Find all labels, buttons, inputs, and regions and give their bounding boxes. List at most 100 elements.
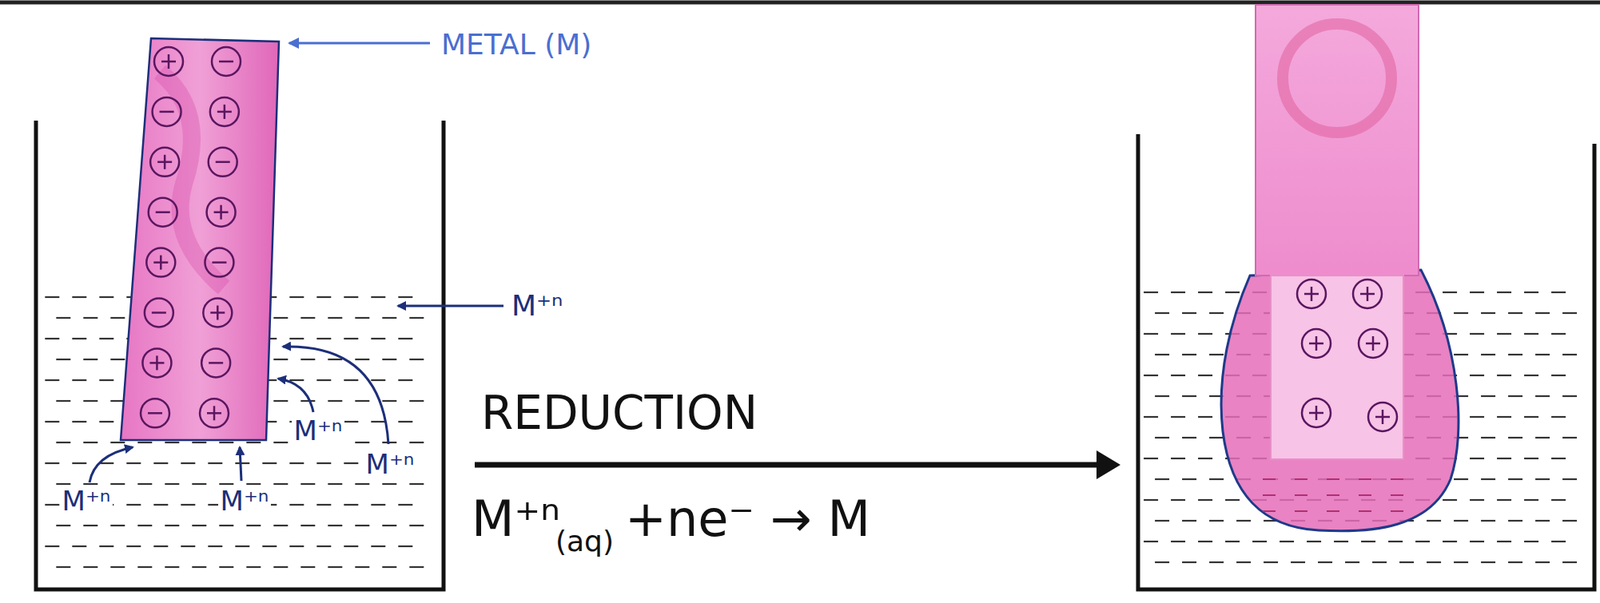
shape-line bbox=[71, 545, 87, 548]
shape-line bbox=[1496, 457, 1512, 460]
metal-rod bbox=[120, 38, 279, 441]
shape-line bbox=[71, 421, 87, 423]
shape-line bbox=[110, 317, 125, 319]
shape-line bbox=[1535, 312, 1550, 315]
shape-line bbox=[1469, 374, 1485, 377]
shape-line bbox=[55, 441, 71, 444]
shape-line bbox=[1562, 520, 1577, 522]
shape-circle bbox=[154, 47, 184, 76]
shape-line bbox=[273, 358, 288, 361]
equation-term: +ne⁻ → M bbox=[624, 492, 871, 547]
shape-line bbox=[300, 566, 315, 569]
shape-line bbox=[126, 504, 141, 506]
shape-line bbox=[1154, 561, 1170, 564]
shape-line bbox=[1551, 457, 1566, 460]
shape-line bbox=[327, 358, 343, 361]
shape-line bbox=[55, 358, 71, 361]
shape-line bbox=[1381, 409, 1385, 425]
shape-line bbox=[1551, 333, 1566, 335]
shape-circle bbox=[201, 348, 231, 378]
shape-line bbox=[289, 296, 304, 299]
shape-line bbox=[1551, 541, 1566, 543]
shape-line bbox=[398, 545, 413, 548]
shape-line bbox=[343, 462, 359, 465]
shape-line bbox=[289, 338, 304, 340]
shape-line bbox=[55, 525, 71, 527]
shape-line bbox=[316, 545, 331, 548]
shape-line bbox=[153, 462, 168, 465]
shape-line bbox=[1469, 416, 1485, 418]
shape-line bbox=[180, 504, 196, 506]
shape-line bbox=[44, 421, 60, 423]
shape-line bbox=[1562, 437, 1577, 439]
shape-line bbox=[398, 504, 413, 506]
shape-line bbox=[1508, 312, 1523, 315]
shape-line bbox=[164, 441, 180, 444]
shape-line bbox=[382, 400, 397, 402]
shape-line bbox=[215, 161, 231, 164]
shape-line bbox=[147, 412, 163, 415]
shape-line bbox=[1294, 494, 1308, 497]
shape-line bbox=[55, 566, 71, 569]
shape-line bbox=[219, 205, 223, 220]
shape-line bbox=[1326, 478, 1340, 481]
shape-line bbox=[409, 358, 424, 361]
shape-line bbox=[354, 317, 370, 319]
shape-line bbox=[343, 379, 359, 382]
ion-arrow bbox=[239, 447, 242, 482]
shape-line bbox=[1551, 291, 1566, 294]
shape-line bbox=[409, 317, 424, 319]
shape-circle bbox=[204, 248, 234, 278]
shape-line bbox=[316, 338, 331, 340]
shape-line bbox=[1263, 561, 1278, 564]
shape-line bbox=[382, 566, 397, 569]
shape-line bbox=[155, 355, 159, 371]
shape-line bbox=[289, 379, 304, 382]
shape-line bbox=[273, 441, 288, 444]
shape-line bbox=[1524, 416, 1539, 418]
shape-line bbox=[151, 311, 167, 315]
shape-line bbox=[289, 545, 304, 548]
shape-line bbox=[1262, 510, 1276, 513]
shape-line bbox=[1469, 333, 1485, 335]
shape-line bbox=[137, 441, 152, 444]
shape-line bbox=[1535, 520, 1550, 522]
shape-circle bbox=[1297, 279, 1326, 309]
shape-line bbox=[1442, 499, 1457, 502]
shape-line bbox=[327, 566, 343, 569]
shape-line bbox=[1182, 395, 1197, 398]
shape-line bbox=[1170, 333, 1186, 335]
shape-line bbox=[382, 483, 397, 486]
shape-line bbox=[1469, 499, 1485, 502]
shape-line bbox=[159, 111, 175, 114]
shape-line bbox=[159, 255, 163, 271]
shape-line bbox=[1390, 510, 1404, 513]
shape-line bbox=[1524, 457, 1539, 460]
shape-line bbox=[218, 483, 234, 486]
shape-line bbox=[1143, 333, 1159, 335]
shape-line bbox=[99, 545, 114, 548]
shape-line bbox=[1562, 312, 1577, 315]
shape-line bbox=[99, 379, 114, 382]
shape-line bbox=[1333, 541, 1349, 543]
shape-line bbox=[1198, 499, 1213, 502]
shape-line bbox=[246, 566, 261, 569]
shape-circle bbox=[148, 198, 178, 227]
shape-circle bbox=[1301, 398, 1331, 428]
shape-line bbox=[71, 462, 87, 465]
shape-line bbox=[218, 566, 234, 569]
shape-line bbox=[1170, 291, 1186, 294]
shape-line bbox=[1294, 510, 1308, 513]
shape-line bbox=[1326, 510, 1340, 513]
ion-symbols bbox=[140, 47, 241, 428]
shape-line bbox=[273, 525, 288, 527]
shape-line bbox=[180, 462, 196, 465]
shape-line bbox=[382, 317, 397, 319]
shape-circle bbox=[142, 348, 172, 378]
shape-line bbox=[164, 525, 180, 527]
shape-line bbox=[83, 358, 98, 361]
shape-line bbox=[354, 441, 370, 444]
shape-line bbox=[370, 338, 386, 340]
shape-line bbox=[343, 545, 359, 548]
